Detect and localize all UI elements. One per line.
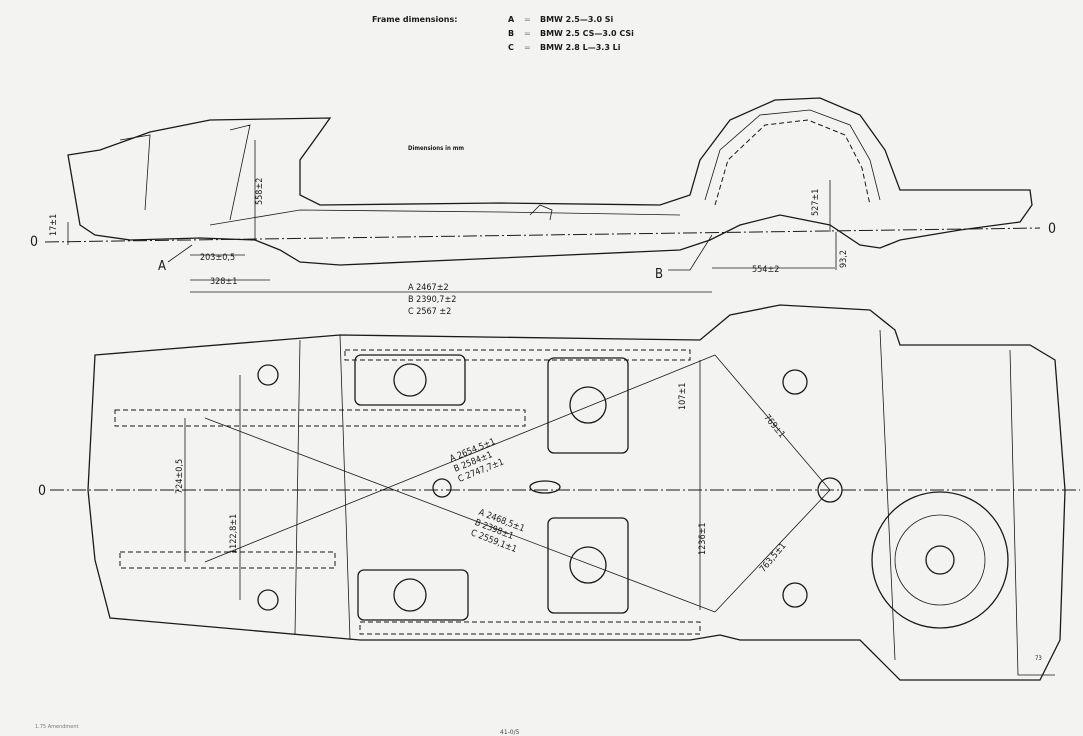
diagonal-lines <box>184 354 831 613</box>
dim-769: 769±1 <box>761 413 786 440</box>
corner-mark: 73 <box>1035 655 1042 662</box>
side-frame-outline <box>67 97 1033 266</box>
upper-rail <box>114 409 526 427</box>
point-a-label: A <box>158 259 166 274</box>
legend-model-b: BMW 2.5 CS—3.0 CSi <box>540 29 634 38</box>
legend-model-c: BMW 2.8 L—3.3 Li <box>540 43 621 52</box>
legend-key-a: A <box>508 15 515 24</box>
point-b-label: B <box>655 267 663 282</box>
dim-558: 558±2 <box>255 178 265 205</box>
plan-floor-outline <box>87 304 1066 681</box>
legend-sep-b: = <box>524 29 531 38</box>
page-number: 41-0/5 <box>500 729 520 736</box>
dim-724: 724±0,5 <box>175 459 185 494</box>
side-frame-detail <box>119 124 681 226</box>
wheelbase-b: B 2390,7±2 <box>408 295 456 305</box>
dim-17: 17±1 <box>49 214 59 236</box>
dim-554: 554±2 <box>752 265 779 275</box>
dim-328: 328±1 <box>210 277 237 287</box>
legend-model-a: BMW 2.5—3.0 Si <box>540 15 614 24</box>
units-note: Dimensions in mm <box>408 145 464 152</box>
dim-527: 527±1 <box>811 189 821 216</box>
dim-763: 763,5±1 <box>758 541 788 574</box>
wheelbase-c: C 2567 ±2 <box>408 307 451 317</box>
lower-rail <box>119 551 336 569</box>
legend-title: Frame dimensions: <box>372 15 458 24</box>
plan-datum-left: 0 <box>38 483 46 499</box>
plan-frame-details <box>294 329 1055 676</box>
side-view: 0 0 17±1 558±2 A 203±0,5 328±1 A 2467±2 … <box>30 97 1056 317</box>
legend-sep-a: = <box>524 15 531 24</box>
rear-wheel-arch-inner <box>714 119 871 206</box>
upper-sill <box>344 349 691 361</box>
footer-amendment: 1.75 Amendment <box>35 724 79 730</box>
dim-1236: 1236±1 <box>698 522 708 555</box>
side-bracket <box>529 204 553 221</box>
legend-sep-c: = <box>524 43 531 52</box>
floor-pans <box>257 354 1009 629</box>
lower-sill <box>359 621 701 635</box>
dim-1122: 1122,8±1 <box>229 514 239 554</box>
plan-view: 0 <box>38 304 1080 681</box>
dim-203: 203±0,5 <box>200 253 235 263</box>
rear-wheel-arch <box>704 109 881 201</box>
dim-107: 107±1 <box>678 383 688 410</box>
dim-93: 93,2 <box>839 250 849 268</box>
legend-key-b: B <box>508 29 515 38</box>
legend-key-c: C <box>508 43 514 52</box>
wheelbase-a: A 2467±2 <box>408 283 449 293</box>
side-datum-right: 0 <box>1048 221 1056 237</box>
side-datum-line <box>44 227 1041 243</box>
side-datum-left: 0 <box>30 234 38 250</box>
